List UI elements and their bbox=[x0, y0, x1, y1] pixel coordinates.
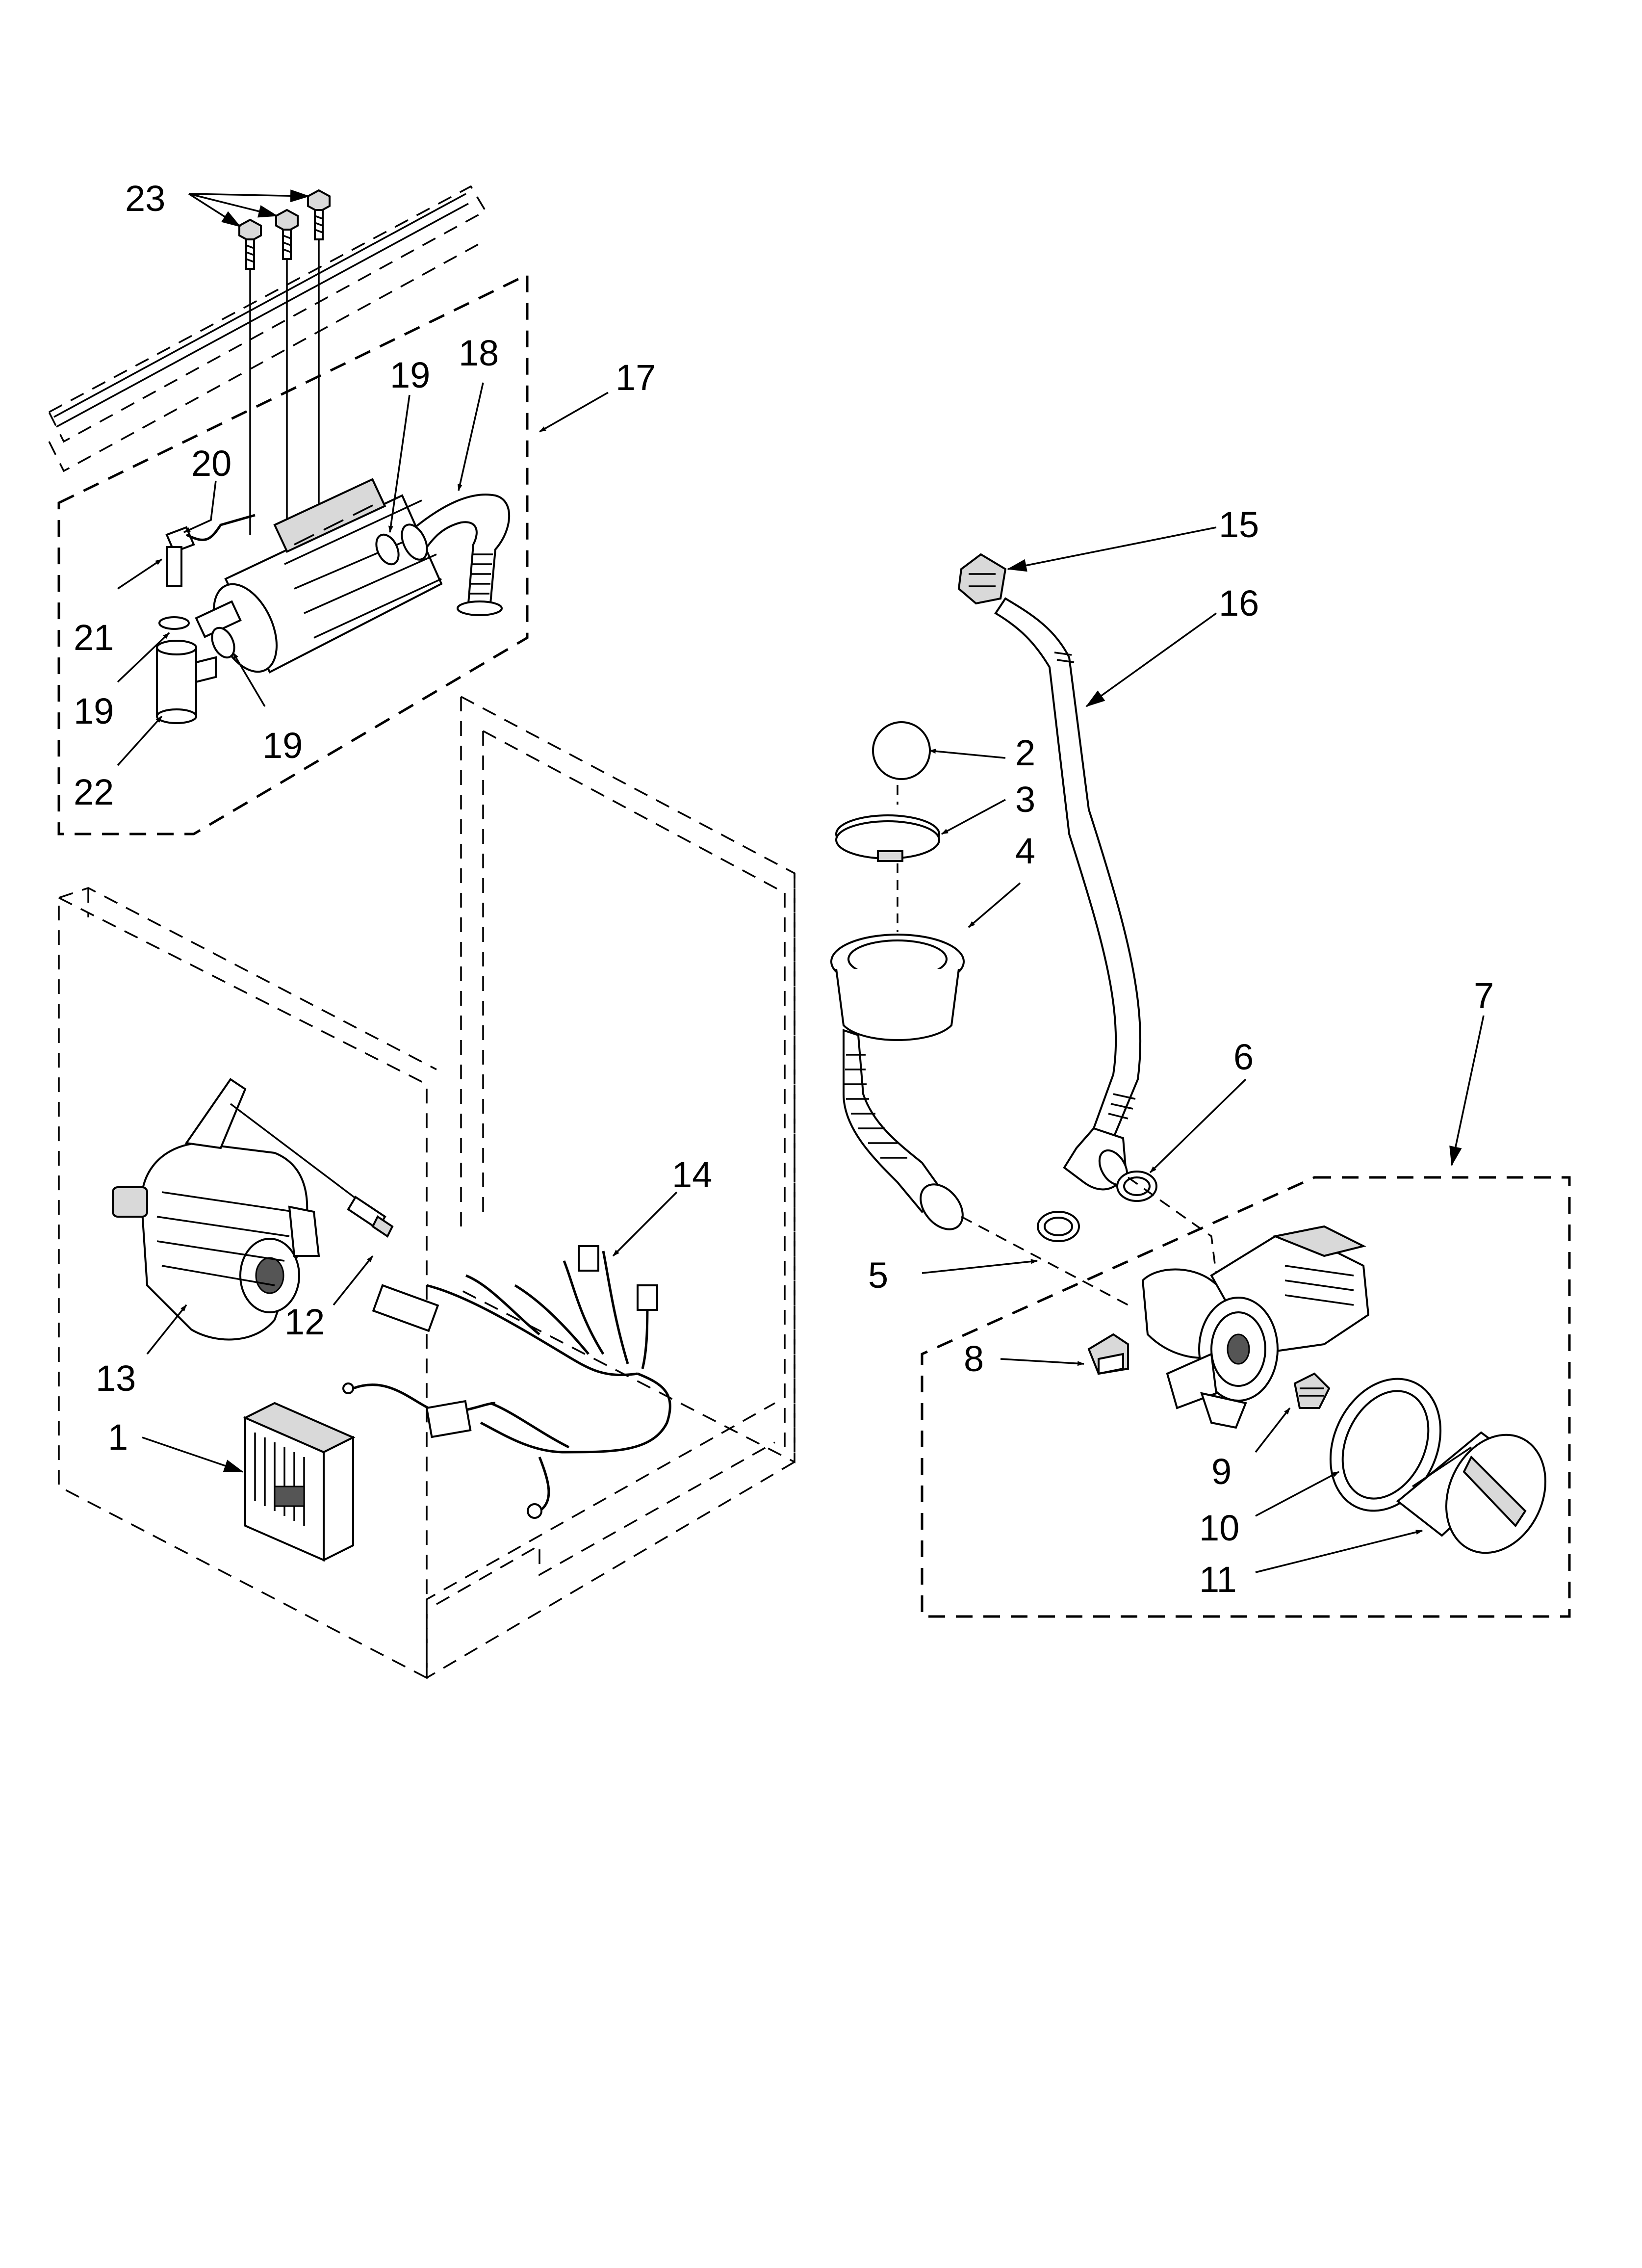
callout-5: 5 bbox=[868, 1255, 888, 1296]
arrow-8 bbox=[1000, 1358, 1084, 1366]
motor-13 bbox=[112, 1078, 320, 1341]
clamp-5 bbox=[1037, 1211, 1080, 1242]
callout-7: 7 bbox=[1474, 975, 1494, 1016]
arrow-1 bbox=[142, 1436, 244, 1473]
arrow-15 bbox=[1007, 526, 1217, 572]
callout-10: 10 bbox=[1199, 1508, 1239, 1548]
callout-8: 8 bbox=[964, 1338, 984, 1379]
callout-19-top: 19 bbox=[390, 355, 430, 395]
callout-11: 11 bbox=[1199, 1559, 1237, 1600]
callout-20: 20 bbox=[191, 443, 231, 484]
clamp-6 bbox=[1116, 1171, 1157, 1202]
assembly-7-boundary bbox=[921, 1176, 1571, 1618]
callout-19-right: 19 bbox=[262, 725, 303, 766]
filter-11 bbox=[1396, 1431, 1547, 1554]
callout-14: 14 bbox=[672, 1154, 712, 1195]
arrow-14 bbox=[612, 1191, 678, 1257]
bolt-12 bbox=[230, 1103, 394, 1238]
callout-4: 4 bbox=[1015, 831, 1035, 871]
pump-7 bbox=[1141, 1225, 1370, 1429]
callout-9: 9 bbox=[1211, 1451, 1232, 1492]
heater-assembly-17 bbox=[117, 382, 609, 766]
callout-6: 6 bbox=[1233, 1037, 1254, 1077]
callout-15: 15 bbox=[1219, 504, 1259, 545]
arrow-13 bbox=[146, 1304, 187, 1355]
control-1 bbox=[243, 1402, 356, 1562]
centerline-4-5 bbox=[961, 1216, 1129, 1306]
arrow-9 bbox=[1255, 1407, 1291, 1453]
callout-12: 12 bbox=[284, 1302, 325, 1342]
callout-18: 18 bbox=[459, 333, 499, 373]
callout-13: 13 bbox=[96, 1358, 136, 1399]
callout-21: 21 bbox=[74, 617, 114, 658]
arrow-12 bbox=[333, 1255, 374, 1306]
clip-15 bbox=[957, 553, 1007, 605]
callout-17: 17 bbox=[616, 357, 656, 398]
callout-1: 1 bbox=[108, 1417, 128, 1458]
ball-2 bbox=[872, 721, 931, 780]
callout-19-left: 19 bbox=[74, 691, 114, 731]
callout-22: 22 bbox=[74, 772, 114, 812]
cabinet-outline bbox=[48, 185, 795, 1679]
clip-8 bbox=[1087, 1333, 1129, 1375]
sump-hose-4 bbox=[830, 934, 965, 1230]
arrow-5 bbox=[922, 1259, 1038, 1274]
callout-2: 2 bbox=[1015, 732, 1035, 773]
drain-hose-16 bbox=[994, 597, 1142, 1191]
arrow-3 bbox=[941, 799, 1006, 835]
seal-10 bbox=[1329, 1378, 1442, 1512]
callout-16: 16 bbox=[1219, 583, 1259, 624]
arrow-10 bbox=[1255, 1471, 1339, 1517]
arrow-4 bbox=[968, 882, 1021, 928]
assembly-17-boundary bbox=[57, 273, 529, 835]
arrow-2 bbox=[929, 749, 1006, 759]
arrow-6 bbox=[1149, 1078, 1247, 1173]
arrow-7 bbox=[1449, 1015, 1485, 1166]
centerline-6 bbox=[1127, 1176, 1217, 1276]
screws-23 bbox=[188, 189, 331, 535]
callout-23: 23 bbox=[125, 178, 165, 219]
arrow-16 bbox=[1085, 612, 1217, 707]
plug-9 bbox=[1293, 1372, 1331, 1409]
clamp-3 bbox=[835, 814, 940, 862]
arrow-11 bbox=[1255, 1530, 1423, 1573]
wire-harness-14 bbox=[342, 1245, 671, 1519]
callout-3: 3 bbox=[1015, 779, 1035, 820]
